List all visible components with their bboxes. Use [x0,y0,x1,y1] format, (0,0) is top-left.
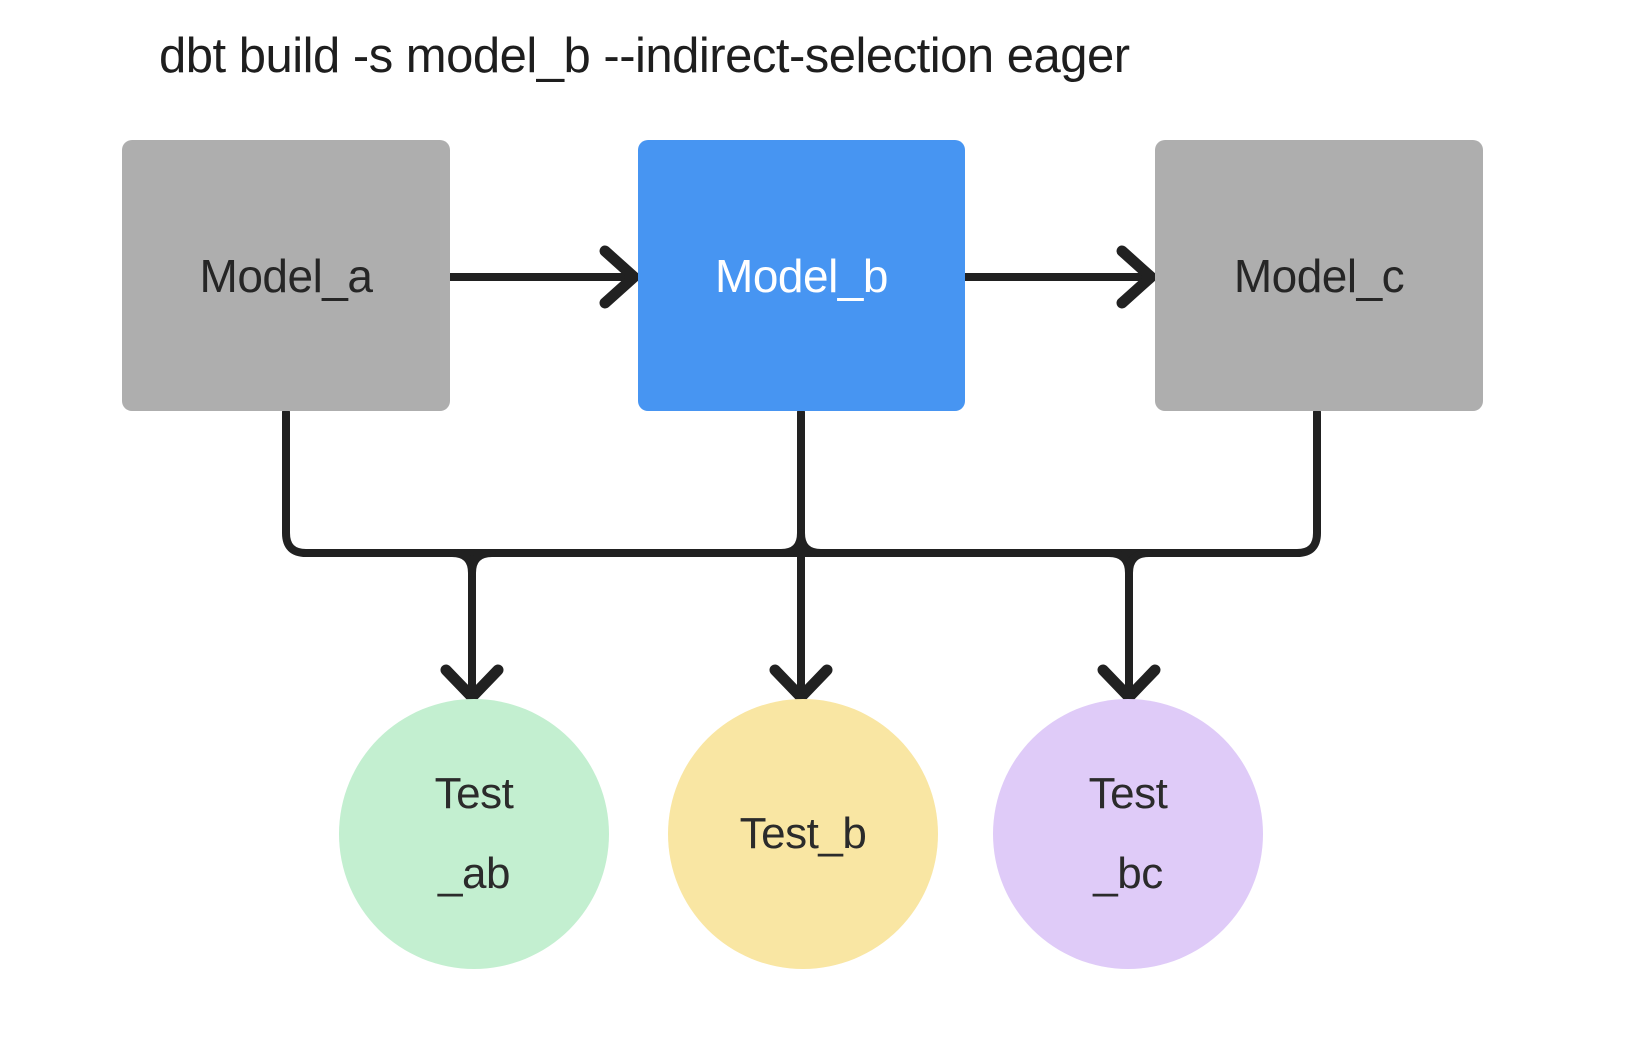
edge-model-a-drop-line [282,408,310,557]
edge-test-bc-arrowhead-icon [1097,664,1161,703]
connector-group [282,245,1321,703]
edge-model-b-to-model-c-arrowhead-icon [1116,245,1157,309]
node-model-b-label: Model_b [715,249,888,302]
node-test-ab: Test _ab [339,699,609,969]
edge-model-c-drop-line [1293,408,1321,557]
edge-test-ab-arrowhead-icon [440,664,504,703]
edge-test-b-arrowhead-icon [769,664,833,703]
node-test-b-label-line1: Test_b [739,809,867,858]
node-test-ab-label-line1: Test [434,769,514,818]
junction-test-bc-right-fillet [1125,549,1153,577]
node-test-bc: Test _bc [993,699,1263,969]
junction-test-ab-right-fillet [468,549,496,577]
node-model-b-selected: Model_b [638,140,965,411]
node-model-c: Model_c [1155,140,1483,411]
node-test-b: Test_b [668,699,938,969]
node-model-a-label: Model_a [199,249,373,302]
node-model-c-label: Model_c [1233,249,1405,302]
command-title: dbt build -s model_b --indirect-selectio… [159,29,1130,83]
node-test-bc-label-line1: Test [1088,769,1168,818]
edge-model-a-to-model-b-arrowhead-icon [599,245,640,309]
node-test-ab-label-line2: _ab [438,849,510,898]
node-model-a: Model_a [122,140,450,411]
node-test-bc-label-line2: _bc [1093,849,1163,898]
junction-model-b-right-fillet [797,529,825,557]
